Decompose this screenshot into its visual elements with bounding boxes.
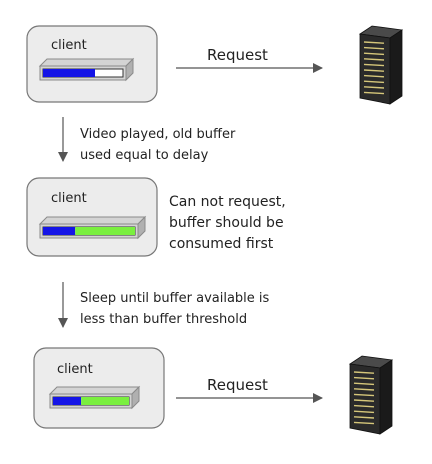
server-side [379,359,393,435]
client-label: client [51,38,87,53]
server-slot [363,86,385,89]
bar-top-face [38,216,147,225]
buffer-fill-green [75,227,135,235]
transition-2: Sleep until buffer available is less tha… [58,282,270,328]
server-slot [353,371,375,374]
server-slot [363,63,385,67]
bar-top-face [48,386,141,395]
transition-label-line-2: less than buffer threshold [80,312,247,327]
transition-1: Video played, old buffer used equal to d… [58,117,236,163]
server-slot [353,382,375,386]
server-slot [363,91,385,95]
side-note-line-2: buffer should be [169,215,284,231]
buffer-bar [38,215,147,240]
server-icon [358,25,404,105]
buffer-fill-blue [43,69,95,77]
client-label: client [57,362,93,377]
server-slot [363,74,385,78]
transition-label-line-2: used equal to delay [80,148,209,163]
buffer-fill-green [81,397,129,405]
server-slot [363,69,385,72]
step-3: client Request [33,347,394,435]
server-slot [353,404,375,408]
server-slot [353,376,375,380]
server-slot [353,421,375,425]
side-note-line-3: consumed first [169,236,274,252]
server-slot [353,393,375,397]
server-slot [363,58,385,61]
buffer-bar [38,57,135,82]
client-label: client [51,191,87,206]
step-1: client Request [26,25,404,105]
side-note-line-1: Can not request, [169,194,286,210]
server-icon [348,355,394,435]
transition-label-line-1: Sleep until buffer available is [80,291,270,306]
server-side [389,29,403,105]
transition-label-line-1: Video played, old buffer [80,127,236,142]
server-slot [353,416,375,419]
request-label: Request [207,46,268,64]
step-2: client Can not request, buffer should be… [26,177,286,257]
server-slot [353,399,375,402]
buffer-bar [48,385,141,410]
server-slot [353,388,375,391]
server-slot [363,41,385,44]
bar-top-face [38,58,135,67]
buffer-fill-blue [43,227,76,235]
server-slot [353,410,375,414]
buffer-fill-blue [53,397,82,405]
request-label: Request [207,376,268,394]
server-slot [363,52,385,56]
server-slot [363,46,385,50]
server-slot [363,80,385,84]
